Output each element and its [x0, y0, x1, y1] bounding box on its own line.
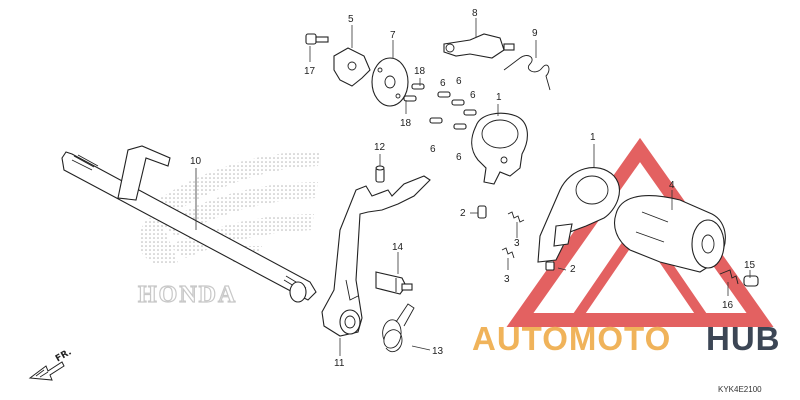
part-7-disc — [371, 57, 409, 107]
part-16-bolt — [719, 269, 739, 285]
callout-10: 10 — [190, 156, 202, 167]
part-13-return-spring — [382, 303, 415, 353]
part-12-pin — [375, 165, 385, 183]
part-18-pins — [403, 83, 425, 102]
callout-11: 11 — [334, 358, 345, 369]
part-8-stopper-arm — [443, 33, 515, 59]
callout-5: 5 — [348, 14, 354, 25]
callout-15: 15 — [744, 260, 756, 271]
callout-2-right: 2 — [570, 264, 576, 275]
part-14-pin — [375, 271, 413, 295]
watermark-text-primary: AUTOMOTO — [472, 320, 671, 357]
callout-6-b: 6 — [456, 76, 462, 87]
part-10-shift-spindle — [61, 145, 317, 303]
watermark-text-secondary: HUB — [706, 320, 781, 357]
callout-6-a: 6 — [440, 78, 446, 89]
part-6-pins — [429, 91, 477, 130]
callout-8: 8 — [472, 8, 478, 19]
leader-lines — [195, 18, 751, 356]
callout-1-lower: 1 — [590, 132, 596, 143]
callout-18-top: 18 — [414, 66, 426, 77]
part-5-stopper-plate — [333, 47, 371, 87]
part-11-shift-arm — [321, 175, 431, 337]
part-2-pins — [477, 205, 555, 271]
front-direction-marker: FR. — [28, 347, 73, 381]
part-4-shift-drum — [613, 195, 726, 273]
callout-6-d: 6 — [430, 144, 436, 155]
honda-logo-text: HONDA — [138, 282, 237, 308]
part-1-shift-fork-lower — [537, 167, 620, 263]
callout-3-lower: 3 — [504, 274, 510, 285]
callout-16: 16 — [722, 300, 734, 311]
callout-labels: 5 7 8 9 17 18 18 6 6 6 6 6 1 1 10 12 2 2… — [190, 8, 756, 369]
callout-1-upper: 1 — [496, 92, 502, 103]
part-15-pin — [743, 275, 759, 287]
diagram-reference-code: KYK4E2100 — [718, 385, 762, 394]
callout-17: 17 — [304, 66, 316, 77]
callout-6-c: 6 — [470, 90, 476, 101]
callout-9: 9 — [532, 28, 538, 39]
callout-13: 13 — [432, 346, 444, 357]
callout-6-e: 6 — [456, 152, 462, 163]
callout-18-bottom: 18 — [400, 118, 412, 129]
callout-2-left: 2 — [460, 208, 466, 219]
part-9-spring — [503, 55, 551, 91]
callout-12: 12 — [374, 142, 386, 153]
callout-3-upper: 3 — [514, 238, 520, 249]
front-direction-label: FR. — [54, 347, 73, 364]
callout-4: 4 — [669, 180, 675, 191]
part-17-bolt — [305, 33, 329, 45]
callout-7: 7 — [390, 30, 396, 41]
callout-14: 14 — [392, 242, 404, 253]
part-3-springs — [501, 211, 525, 259]
part-1-shift-fork-upper — [471, 112, 528, 185]
